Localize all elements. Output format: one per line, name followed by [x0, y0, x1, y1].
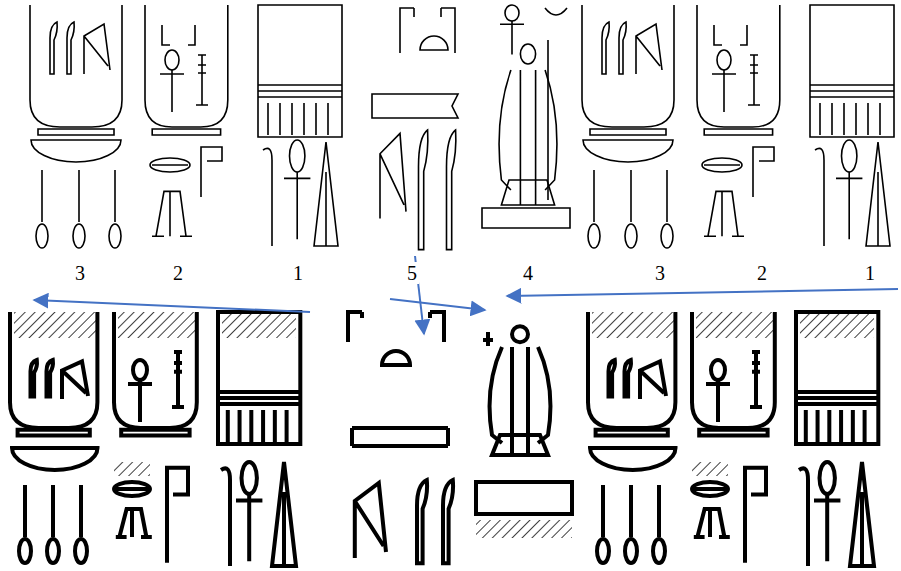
- reading-arrow: [390, 299, 485, 310]
- callout-number: 2: [171, 262, 185, 284]
- callout-number: 5: [405, 262, 419, 284]
- callout-number: 1: [863, 262, 877, 284]
- callout-number: 3: [73, 262, 87, 284]
- reading-arrow: [507, 289, 898, 296]
- callout-number: 1: [291, 262, 305, 284]
- bottom-bold-drawing: [10, 312, 878, 566]
- top-line-drawing: [30, 5, 894, 250]
- reading-arrow: [34, 300, 310, 312]
- callout-number: 3: [653, 262, 667, 284]
- callout-number: 4: [521, 262, 535, 284]
- callout-number: 2: [755, 262, 769, 284]
